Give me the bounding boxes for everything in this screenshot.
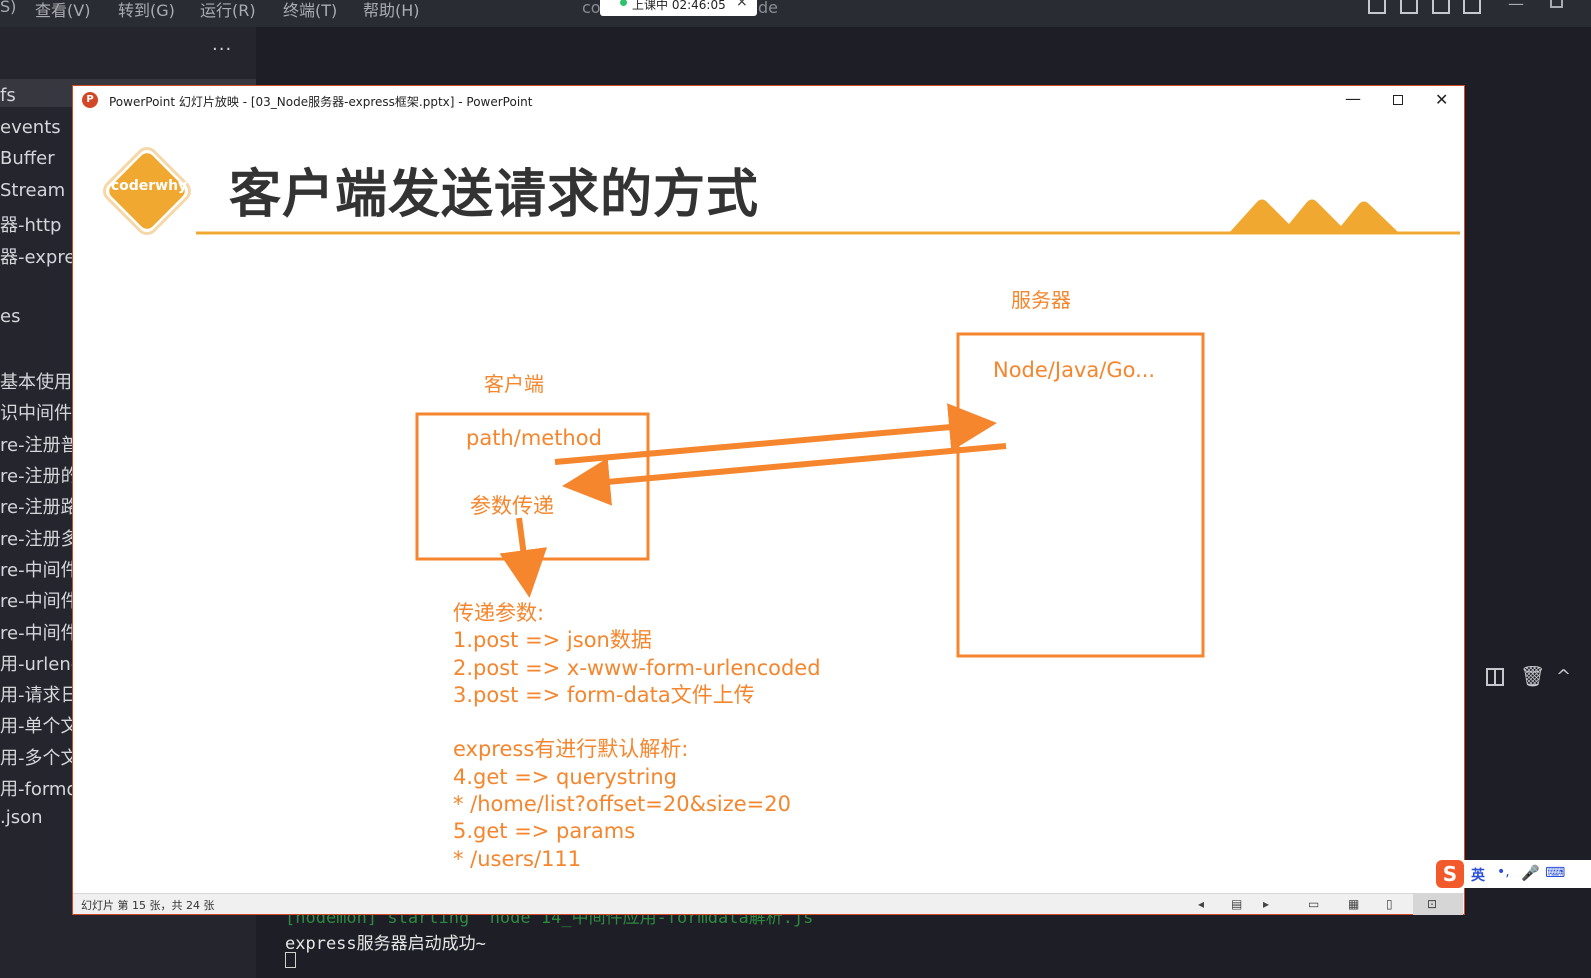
maximize-button[interactable] bbox=[1393, 95, 1403, 105]
sidebar-file-item[interactable]: es bbox=[0, 306, 21, 327]
microphone-icon[interactable]: 🎤 bbox=[1521, 864, 1540, 882]
list-item bbox=[453, 709, 821, 736]
ime-language-toggle[interactable]: 英 bbox=[1471, 868, 1485, 884]
keyboard-icon[interactable]: ⌨ bbox=[1545, 865, 1566, 881]
sidebar-file-item[interactable]: 器-http bbox=[0, 215, 62, 236]
list-item: * /users/111 bbox=[453, 846, 582, 871]
slide-title: 客户端发送请求的方式 bbox=[229, 165, 760, 225]
menu-item-terminal[interactable]: 终端(T) bbox=[283, 1, 338, 20]
sidebar-file-item[interactable]: .json bbox=[0, 807, 43, 828]
powerpoint-logo-icon: P bbox=[82, 92, 98, 108]
toggle-sidebar-icon[interactable] bbox=[1368, 0, 1386, 14]
chevron-up-icon[interactable]: ^ bbox=[1556, 666, 1572, 687]
sidebar-file-item[interactable]: events bbox=[0, 117, 61, 138]
live-status-dot bbox=[620, 0, 627, 6]
next-slide-icon[interactable]: ▸ bbox=[1263, 897, 1270, 911]
window-title-fragment-right: de bbox=[758, 0, 778, 17]
sidebar-file-item[interactable]: re-中间件 bbox=[0, 560, 79, 581]
split-terminal-icon[interactable] bbox=[1486, 668, 1504, 686]
toggle-secondary-sidebar-icon[interactable] bbox=[1432, 0, 1450, 14]
powerpoint-window-title: PowerPoint 幻灯片放映 - [03_Node服务器-express框架… bbox=[109, 95, 533, 109]
coderwhy-logo-icon bbox=[102, 146, 192, 236]
more-actions-icon[interactable]: ··· bbox=[212, 39, 233, 60]
terminal-output-line: express服务器启动成功~ bbox=[285, 934, 486, 954]
sidebar-file-item[interactable]: re-中间件 bbox=[0, 623, 79, 644]
sidebar-file-item[interactable]: Stream bbox=[0, 180, 66, 201]
menu-item-help[interactable]: 帮助(H) bbox=[363, 1, 420, 20]
sidebar-file-item[interactable]: re-中间件 bbox=[0, 591, 79, 612]
sogou-logo-icon[interactable]: S bbox=[1436, 860, 1464, 888]
menu-item-goto[interactable]: 转到(G) bbox=[118, 1, 175, 20]
response-arrow bbox=[562, 443, 1007, 506]
client-label: 客户端 bbox=[484, 372, 544, 396]
server-label: 服务器 bbox=[1011, 288, 1071, 312]
slideshow-icon: ⊡ bbox=[1427, 897, 1438, 911]
menu-bar: S) 查看(V) 转到(G) 运行(R) 终端(T) 帮助(H) co de — bbox=[0, 0, 1591, 27]
terminal-cursor bbox=[285, 952, 296, 968]
list-item: 5.get => params bbox=[453, 819, 636, 844]
logo-label: coderwhy bbox=[110, 178, 188, 194]
client-params-text: 参数传递 bbox=[470, 494, 554, 518]
sidebar-file-item[interactable]: 用-请求日 bbox=[0, 685, 79, 706]
sidebar-file-item[interactable]: re-注册的 bbox=[0, 466, 79, 487]
slide-graphics bbox=[102, 146, 1460, 658]
window-title-fragment-left: co bbox=[582, 0, 601, 17]
slide-menu-icon[interactable]: ▤ bbox=[1231, 897, 1243, 911]
sidebar-file-item[interactable]: re-注册普 bbox=[0, 435, 79, 456]
ime-punctuation-icon[interactable]: •, bbox=[1497, 864, 1510, 880]
sidebar-file-item[interactable]: 用-单个文 bbox=[0, 716, 79, 737]
menu-item-selection[interactable]: S) bbox=[0, 0, 17, 16]
minimize-button[interactable]: — bbox=[1345, 89, 1361, 108]
class-status-text: 上课中 02:46:05 bbox=[632, 0, 726, 12]
list-item: express有进行默认解析: bbox=[453, 737, 689, 762]
slideshow-view-button[interactable]: ⊡ bbox=[1413, 894, 1463, 915]
powerpoint-titlebar: P PowerPoint 幻灯片放映 - [03_Node服务器-express… bbox=[73, 86, 1464, 115]
menu-item-view[interactable]: 查看(V) bbox=[35, 1, 91, 20]
powerpoint-statusbar: 幻灯片 第 15 张，共 24 张 ◂ ▤ ▸ ▭ ▦ ▯ ⊡ bbox=[73, 893, 1464, 915]
window-maximize-icon[interactable] bbox=[1550, 0, 1563, 8]
close-button[interactable]: ✕ bbox=[1435, 90, 1449, 109]
ime-toolbar: S 英 •, 🎤 ⌨ bbox=[1433, 860, 1591, 888]
sidebar-file-item[interactable]: Buffer bbox=[0, 148, 55, 169]
sidebar-file-item[interactable]: 器-express bbox=[0, 247, 95, 268]
sidebar-file-item[interactable]: 用-formda bbox=[0, 779, 89, 800]
powerpoint-slideshow-window: P PowerPoint 幻灯片放映 - [03_Node服务器-express… bbox=[72, 85, 1465, 915]
normal-view-icon[interactable]: ▭ bbox=[1308, 897, 1320, 911]
window-minimize-icon[interactable]: — bbox=[1508, 0, 1524, 13]
customize-layout-icon[interactable] bbox=[1463, 0, 1481, 14]
server-box bbox=[956, 332, 1205, 658]
class-status-indicator: 上课中 02:46:05 × bbox=[600, 0, 757, 16]
slide-sorter-icon[interactable]: ▦ bbox=[1348, 897, 1360, 911]
slide-canvas[interactable]: coderwhy 客户端发送请求的方式 服务器 客户端 Node/Java/Go… bbox=[77, 116, 1460, 893]
param-down-arrow bbox=[499, 517, 548, 598]
sidebar-file-item[interactable]: re-注册多 bbox=[0, 529, 79, 550]
sidebar-file-item[interactable]: re-注册路 bbox=[0, 497, 79, 518]
list-item: 2.post => x-www-form-urlencoded bbox=[453, 655, 821, 680]
list-item: 1.post => json数据 bbox=[453, 628, 652, 653]
mountain-decoration bbox=[1229, 199, 1399, 233]
slide-counter: 幻灯片 第 15 张，共 24 张 bbox=[81, 899, 215, 912]
toggle-panel-icon[interactable] bbox=[1400, 0, 1418, 14]
previous-slide-icon[interactable]: ◂ bbox=[1198, 897, 1205, 911]
menu-item-run[interactable]: 运行(R) bbox=[200, 1, 256, 20]
sidebar-file-item[interactable]: 用-多个文 bbox=[0, 748, 79, 769]
sidebar-file-item[interactable]: fs bbox=[0, 85, 16, 106]
reading-view-icon[interactable]: ▯ bbox=[1386, 897, 1393, 911]
server-stack-text: Node/Java/Go... bbox=[993, 358, 1156, 382]
trash-icon[interactable]: 🗑 bbox=[1520, 664, 1546, 688]
sidebar-file-item[interactable]: 识中间件 bbox=[0, 403, 72, 424]
client-path-text: path/method bbox=[466, 426, 602, 450]
list-item: 3.post => form-data文件上传 bbox=[453, 682, 755, 707]
close-icon[interactable]: × bbox=[736, 0, 748, 10]
transfer-methods-list: 传递参数: 1.post => json数据 2.post => x-www-f… bbox=[453, 600, 821, 873]
list-item: 传递参数: bbox=[453, 601, 545, 625]
list-item: 4.get => querystring bbox=[453, 764, 677, 789]
list-item: * /home/list?offset=20&size=20 bbox=[453, 792, 791, 817]
sidebar-file-item[interactable]: 用-urlenc bbox=[0, 654, 81, 675]
sidebar-file-item[interactable]: 基本使用 bbox=[0, 372, 72, 393]
request-arrow bbox=[554, 403, 997, 465]
